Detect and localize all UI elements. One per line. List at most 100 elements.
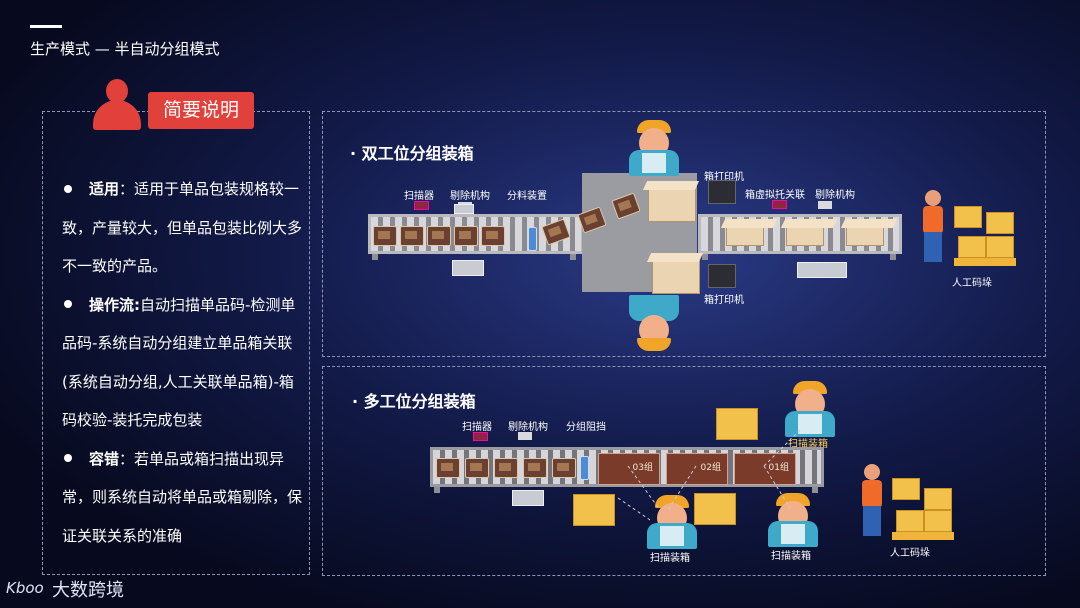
closed-carton-icon — [924, 510, 952, 532]
person-icon — [106, 79, 128, 103]
summary-badge: 简要说明 — [148, 92, 254, 129]
open-carton-icon — [652, 260, 700, 294]
worker-hat-icon — [637, 338, 671, 351]
bullet-item: 操作流:自动扫描单品码-检测单品码-系统自动分组建立单品箱关联 (系统自动分组,… — [62, 286, 302, 440]
bullet-key: 容错 — [89, 449, 120, 468]
multi-station-panel — [322, 366, 1046, 576]
closed-carton-icon — [573, 494, 615, 526]
dual-rejector2-label: 剔除机构 — [815, 190, 855, 201]
closed-carton-icon — [954, 206, 982, 228]
scanner-icon — [772, 200, 787, 209]
dual-stacking-label: 人工码垛 — [952, 278, 992, 289]
rejector-icon — [518, 432, 532, 440]
worker-apron-icon — [798, 414, 822, 434]
multi-scanner-label: 扫描器 — [462, 422, 492, 433]
dual-station-title: · 双工位分组装箱 — [350, 144, 474, 163]
stacker-body-icon — [923, 206, 943, 234]
bullet-key: 适用 — [89, 180, 120, 198]
machine-base — [454, 204, 474, 214]
conveyor-leg — [372, 254, 378, 260]
printer-icon — [708, 264, 736, 288]
worker-apron-icon — [642, 153, 666, 173]
conveyor-leg — [434, 487, 440, 493]
conveyor-leg — [812, 487, 818, 493]
closed-carton-icon — [986, 212, 1014, 234]
group-label: 03组 — [632, 463, 653, 473]
logo-mark-icon: Kboo — [6, 579, 44, 597]
dual-sorter-label: 分料装置 — [507, 191, 547, 202]
dual-printer-bottom-label: 箱打印机 — [704, 295, 744, 306]
bullet-dot-icon — [64, 300, 72, 308]
multi-rejector-label: 剔除机构 — [508, 422, 548, 433]
bullet-text: 自动扫描单品码-检测单品码-系统自动分组建立单品箱关联 (系统自动分组,人工关联… — [62, 295, 296, 430]
multi-worker-b1-label: 扫描装箱 — [650, 553, 690, 564]
product-item — [427, 226, 451, 246]
machine-base — [797, 262, 847, 278]
printer-icon — [708, 180, 736, 204]
product-item — [465, 458, 489, 478]
open-carton-icon — [648, 188, 696, 222]
scanner-icon — [414, 201, 429, 210]
product-item — [494, 458, 518, 478]
closed-carton-icon — [694, 493, 736, 525]
sorter-device-icon — [528, 227, 537, 251]
group-box-01: 01组 — [734, 453, 796, 485]
bullet-sep: ： — [119, 449, 135, 468]
closed-carton-icon — [986, 236, 1014, 258]
open-carton-icon — [846, 226, 884, 246]
product-item — [373, 226, 397, 246]
worker-apron-icon — [660, 526, 684, 546]
closed-carton-icon — [892, 478, 920, 500]
conveyor-leg — [890, 254, 896, 260]
bullet-text: 适用于单品包装规格较一致，产量较大，但单品包装比例大多不一致的产品。 — [62, 180, 303, 275]
dual-station-panel — [322, 111, 1046, 357]
stacker-person-icon — [864, 464, 880, 480]
product-item — [454, 226, 478, 246]
dual-virtual-pallet-label: 箱虚拟托关联 — [745, 190, 805, 201]
group-label: 02组 — [700, 463, 721, 473]
bullet-key: 操作流: — [89, 295, 140, 314]
stacker-body-icon — [862, 480, 882, 508]
stacker-legs-icon — [924, 232, 942, 262]
product-item — [436, 458, 460, 478]
stopper-device-icon — [580, 456, 589, 480]
rejector-icon — [818, 201, 832, 209]
conveyor-leg — [570, 254, 576, 260]
dual-scanner-label: 扫描器 — [404, 191, 434, 202]
multi-worker-b2-label: 扫描装箱 — [771, 551, 811, 562]
closed-carton-icon — [896, 510, 924, 532]
conveyor-leg — [702, 254, 708, 260]
pallet-icon — [954, 258, 1016, 266]
product-item — [400, 226, 424, 246]
multi-stacking-label: 人工码垛 — [890, 548, 930, 559]
bullet-item: 容错：若单品或箱扫描出现异常，则系统自动将单品或箱剔除，保证关联关系的准确 — [62, 440, 302, 556]
bullet-dot-icon — [64, 184, 72, 193]
closed-carton-icon — [716, 408, 758, 440]
bullet-list: 适用：适用于单品包装规格较一致，产量较大，但单品包装比例大多不一致的产品。 操作… — [62, 170, 302, 555]
bullet-dot-icon — [64, 454, 72, 462]
group-box-03: 03组 — [598, 453, 660, 485]
multi-worker-top-label: 扫描装箱 — [788, 439, 828, 450]
brand-logo: 大数跨境 — [52, 580, 124, 601]
machine-base — [452, 260, 484, 276]
page-title: 生产模式 — 半自动分组模式 — [30, 40, 220, 58]
product-item — [552, 458, 576, 478]
closed-carton-icon — [924, 488, 952, 510]
bullet-item: 适用：适用于单品包装规格较一致，产量较大，但单品包装比例大多不一致的产品。 — [62, 170, 302, 286]
stacker-legs-icon — [863, 506, 881, 536]
product-item — [481, 226, 505, 246]
scanner-icon — [473, 432, 488, 441]
group-label: 01组 — [768, 463, 789, 473]
stacker-person-icon — [925, 190, 941, 206]
worker-apron-icon — [781, 524, 805, 544]
open-carton-icon — [726, 226, 764, 246]
product-item — [523, 458, 547, 478]
dual-printer-top-label: 箱打印机 — [704, 172, 744, 183]
machine-base — [512, 490, 544, 506]
title-accent-line — [30, 25, 62, 28]
closed-carton-icon — [958, 236, 986, 258]
pallet-icon — [892, 532, 954, 540]
open-carton-icon — [786, 226, 824, 246]
dual-rejector-label: 剔除机构 — [450, 191, 490, 202]
